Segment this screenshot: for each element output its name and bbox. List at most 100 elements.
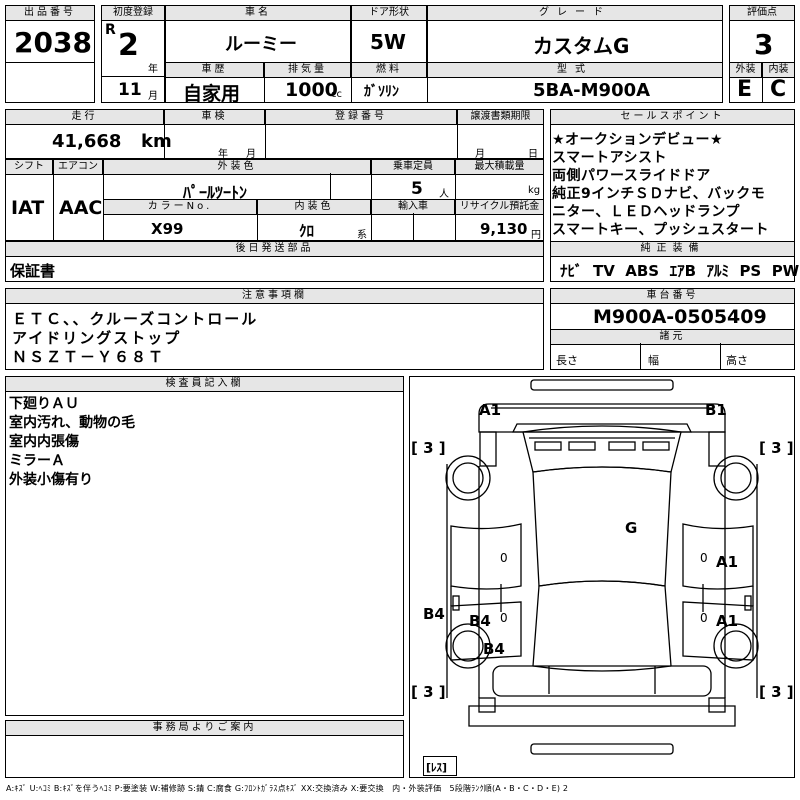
damage-mark-left-rear-panel: B4 bbox=[483, 640, 505, 658]
chassis-label: 車台番号 bbox=[550, 288, 795, 304]
displacement-label: 排気量 bbox=[264, 62, 351, 78]
length-label: 長さ bbox=[556, 354, 578, 367]
inspector-line: 室内汚れ、動物の毛 bbox=[9, 415, 136, 431]
exterior-grade: E bbox=[737, 77, 753, 102]
note-line: アイドリングストップ bbox=[12, 329, 182, 347]
sales-point-line: スマートアシスト bbox=[552, 150, 668, 166]
equipment-label: 純正装備 bbox=[550, 241, 795, 257]
equipment-item: TV bbox=[592, 262, 615, 280]
max-load-label: 最大積載量 bbox=[455, 159, 544, 175]
lot-number: 2038 bbox=[14, 26, 92, 59]
interior-color-suffix: 系 bbox=[357, 230, 367, 241]
capacity-unit: 人 bbox=[439, 189, 449, 200]
year-unit: 年 bbox=[148, 64, 158, 75]
exterior-color: ﾊﾟｰﾙﾂｰﾄﾝ bbox=[183, 183, 248, 202]
sales-point-line: 純正9インチＳＤナビ、バックモ bbox=[552, 186, 766, 202]
lot-label: 出品番号 bbox=[5, 5, 95, 21]
inspector-line: 室内内張傷 bbox=[9, 434, 79, 450]
notes-label: 注意事項欄 bbox=[5, 288, 544, 304]
damage-mark-front-left: A1 bbox=[479, 401, 502, 419]
inspector-box bbox=[5, 376, 404, 716]
grade: カスタムG bbox=[533, 34, 630, 58]
shift: IAT bbox=[11, 197, 45, 219]
damage-diagram bbox=[409, 376, 795, 778]
damage-mark-left-rear-door: B4 bbox=[469, 612, 491, 630]
mileage-label: 走行 bbox=[5, 109, 164, 125]
lot-box bbox=[5, 5, 95, 103]
legend: A:ｷｽﾞ U:ﾍｺﾐ B:ｷｽﾞを伴うﾍｺﾐ P:要塗装 W:補修跡 S:錆 … bbox=[6, 784, 569, 793]
damage-mark-right-rear-door: A1 bbox=[716, 612, 739, 630]
office-label: 事務局よりご案内 bbox=[5, 720, 404, 736]
registration-month: 11 bbox=[118, 80, 142, 100]
damage-mark-roof: G bbox=[625, 519, 638, 537]
max-load-unit: kg bbox=[528, 185, 541, 196]
color-no-label: カラーNo. bbox=[103, 199, 257, 215]
capacity: 5 bbox=[411, 179, 423, 199]
height-label: 高さ bbox=[726, 354, 748, 367]
fuel-label: 燃料 bbox=[351, 62, 427, 78]
inspection-label: 車検 bbox=[164, 109, 265, 125]
damage-mark-front-right: B1 bbox=[705, 401, 727, 419]
transfer-label: 譲渡書類期限 bbox=[457, 109, 544, 125]
equipment-item: ｱﾙﾐ bbox=[706, 262, 729, 280]
equipment-list: ﾅﾋﾞ TV ABS ｴｱB ｱﾙﾐ PS PW bbox=[560, 260, 799, 281]
history-label: 車歴 bbox=[165, 62, 264, 78]
equipment-item: ABS bbox=[625, 262, 660, 280]
interior-grade: C bbox=[770, 77, 787, 102]
recycle-unit: 円 bbox=[531, 230, 541, 241]
door-label: ドア形状 bbox=[351, 5, 427, 21]
capacity-label: 乗車定員 bbox=[371, 159, 455, 175]
tire-tread-rear-right: [ 3 ] bbox=[759, 683, 794, 701]
ac-label: エアコン bbox=[53, 159, 103, 175]
recycle-fee: 9,130 bbox=[480, 220, 528, 238]
displacement-unit: cc bbox=[331, 89, 342, 100]
exterior-grade-label: 外装 bbox=[729, 62, 762, 78]
era: R bbox=[105, 22, 116, 38]
recycle-label: リサイクル預託金 bbox=[455, 199, 544, 215]
exterior-color-label: 外装色 bbox=[103, 159, 371, 175]
inspector-line: 下廻りＡＵ bbox=[9, 396, 79, 412]
later-docs-value: 保証書 bbox=[10, 262, 56, 280]
door-zero-mark: 0 bbox=[500, 551, 508, 565]
first-registration-label: 初度登録 bbox=[101, 5, 165, 21]
plate-label: 登録番号 bbox=[265, 109, 457, 125]
score-label: 評価点 bbox=[729, 5, 795, 21]
equipment-item: ﾅﾋﾞ bbox=[560, 262, 583, 280]
note-line: ＮＳＺＴ－Ｙ６８Ｔ bbox=[12, 348, 166, 366]
interior-color-label: 内装色 bbox=[257, 199, 371, 215]
door-type: 5W bbox=[370, 30, 406, 54]
history: 自家用 bbox=[183, 83, 241, 105]
registration-year: 2 bbox=[118, 28, 139, 63]
model-code: 5BA-M900A bbox=[533, 80, 651, 101]
spare-tire: [ﾚｽ] bbox=[426, 761, 448, 774]
inspector-label: 検査員記入欄 bbox=[5, 376, 404, 392]
damage-mark-left-sill: B4 bbox=[423, 605, 445, 623]
door-zero-mark: 0 bbox=[700, 551, 708, 565]
sales-point-line: スマートキー、プッシュスタート bbox=[552, 222, 769, 238]
sales-point-line: ニター、ＬＥＤヘッドランプ bbox=[552, 204, 740, 220]
spare-tire-box bbox=[423, 756, 457, 776]
first-registration-box bbox=[101, 5, 165, 103]
color-no: X99 bbox=[151, 220, 184, 238]
door-zero-mark: 0 bbox=[700, 611, 708, 625]
width-label: 幅 bbox=[648, 354, 659, 367]
shift-label: シフト bbox=[5, 159, 53, 175]
displacement: 1000 bbox=[285, 79, 338, 101]
fuel: ｶﾞｿﾘﾝ bbox=[364, 84, 399, 100]
transfer-month-unit: 月 bbox=[475, 149, 485, 160]
inspector-line: 外装小傷有り bbox=[9, 472, 93, 488]
note-line: ＥＴＣ、、クルーズコントロール bbox=[12, 310, 259, 328]
car-name: ルーミー bbox=[225, 34, 297, 55]
tire-tread-front-right: [ 3 ] bbox=[759, 439, 794, 457]
inspection-year-unit: 年 bbox=[218, 149, 228, 160]
score: 3 bbox=[754, 28, 774, 61]
equipment-item: PW bbox=[771, 262, 800, 280]
inspection-month-unit: 月 bbox=[246, 149, 256, 160]
grade-label: グレード bbox=[427, 5, 723, 21]
tire-tread-rear-left: [ 3 ] bbox=[411, 683, 446, 701]
ac: AAC bbox=[59, 197, 103, 219]
car-outline bbox=[445, 379, 759, 755]
later-docs-label: 後日発送部品 bbox=[5, 241, 544, 257]
month-unit: 月 bbox=[148, 91, 158, 102]
model-label: 型式 bbox=[427, 62, 723, 78]
